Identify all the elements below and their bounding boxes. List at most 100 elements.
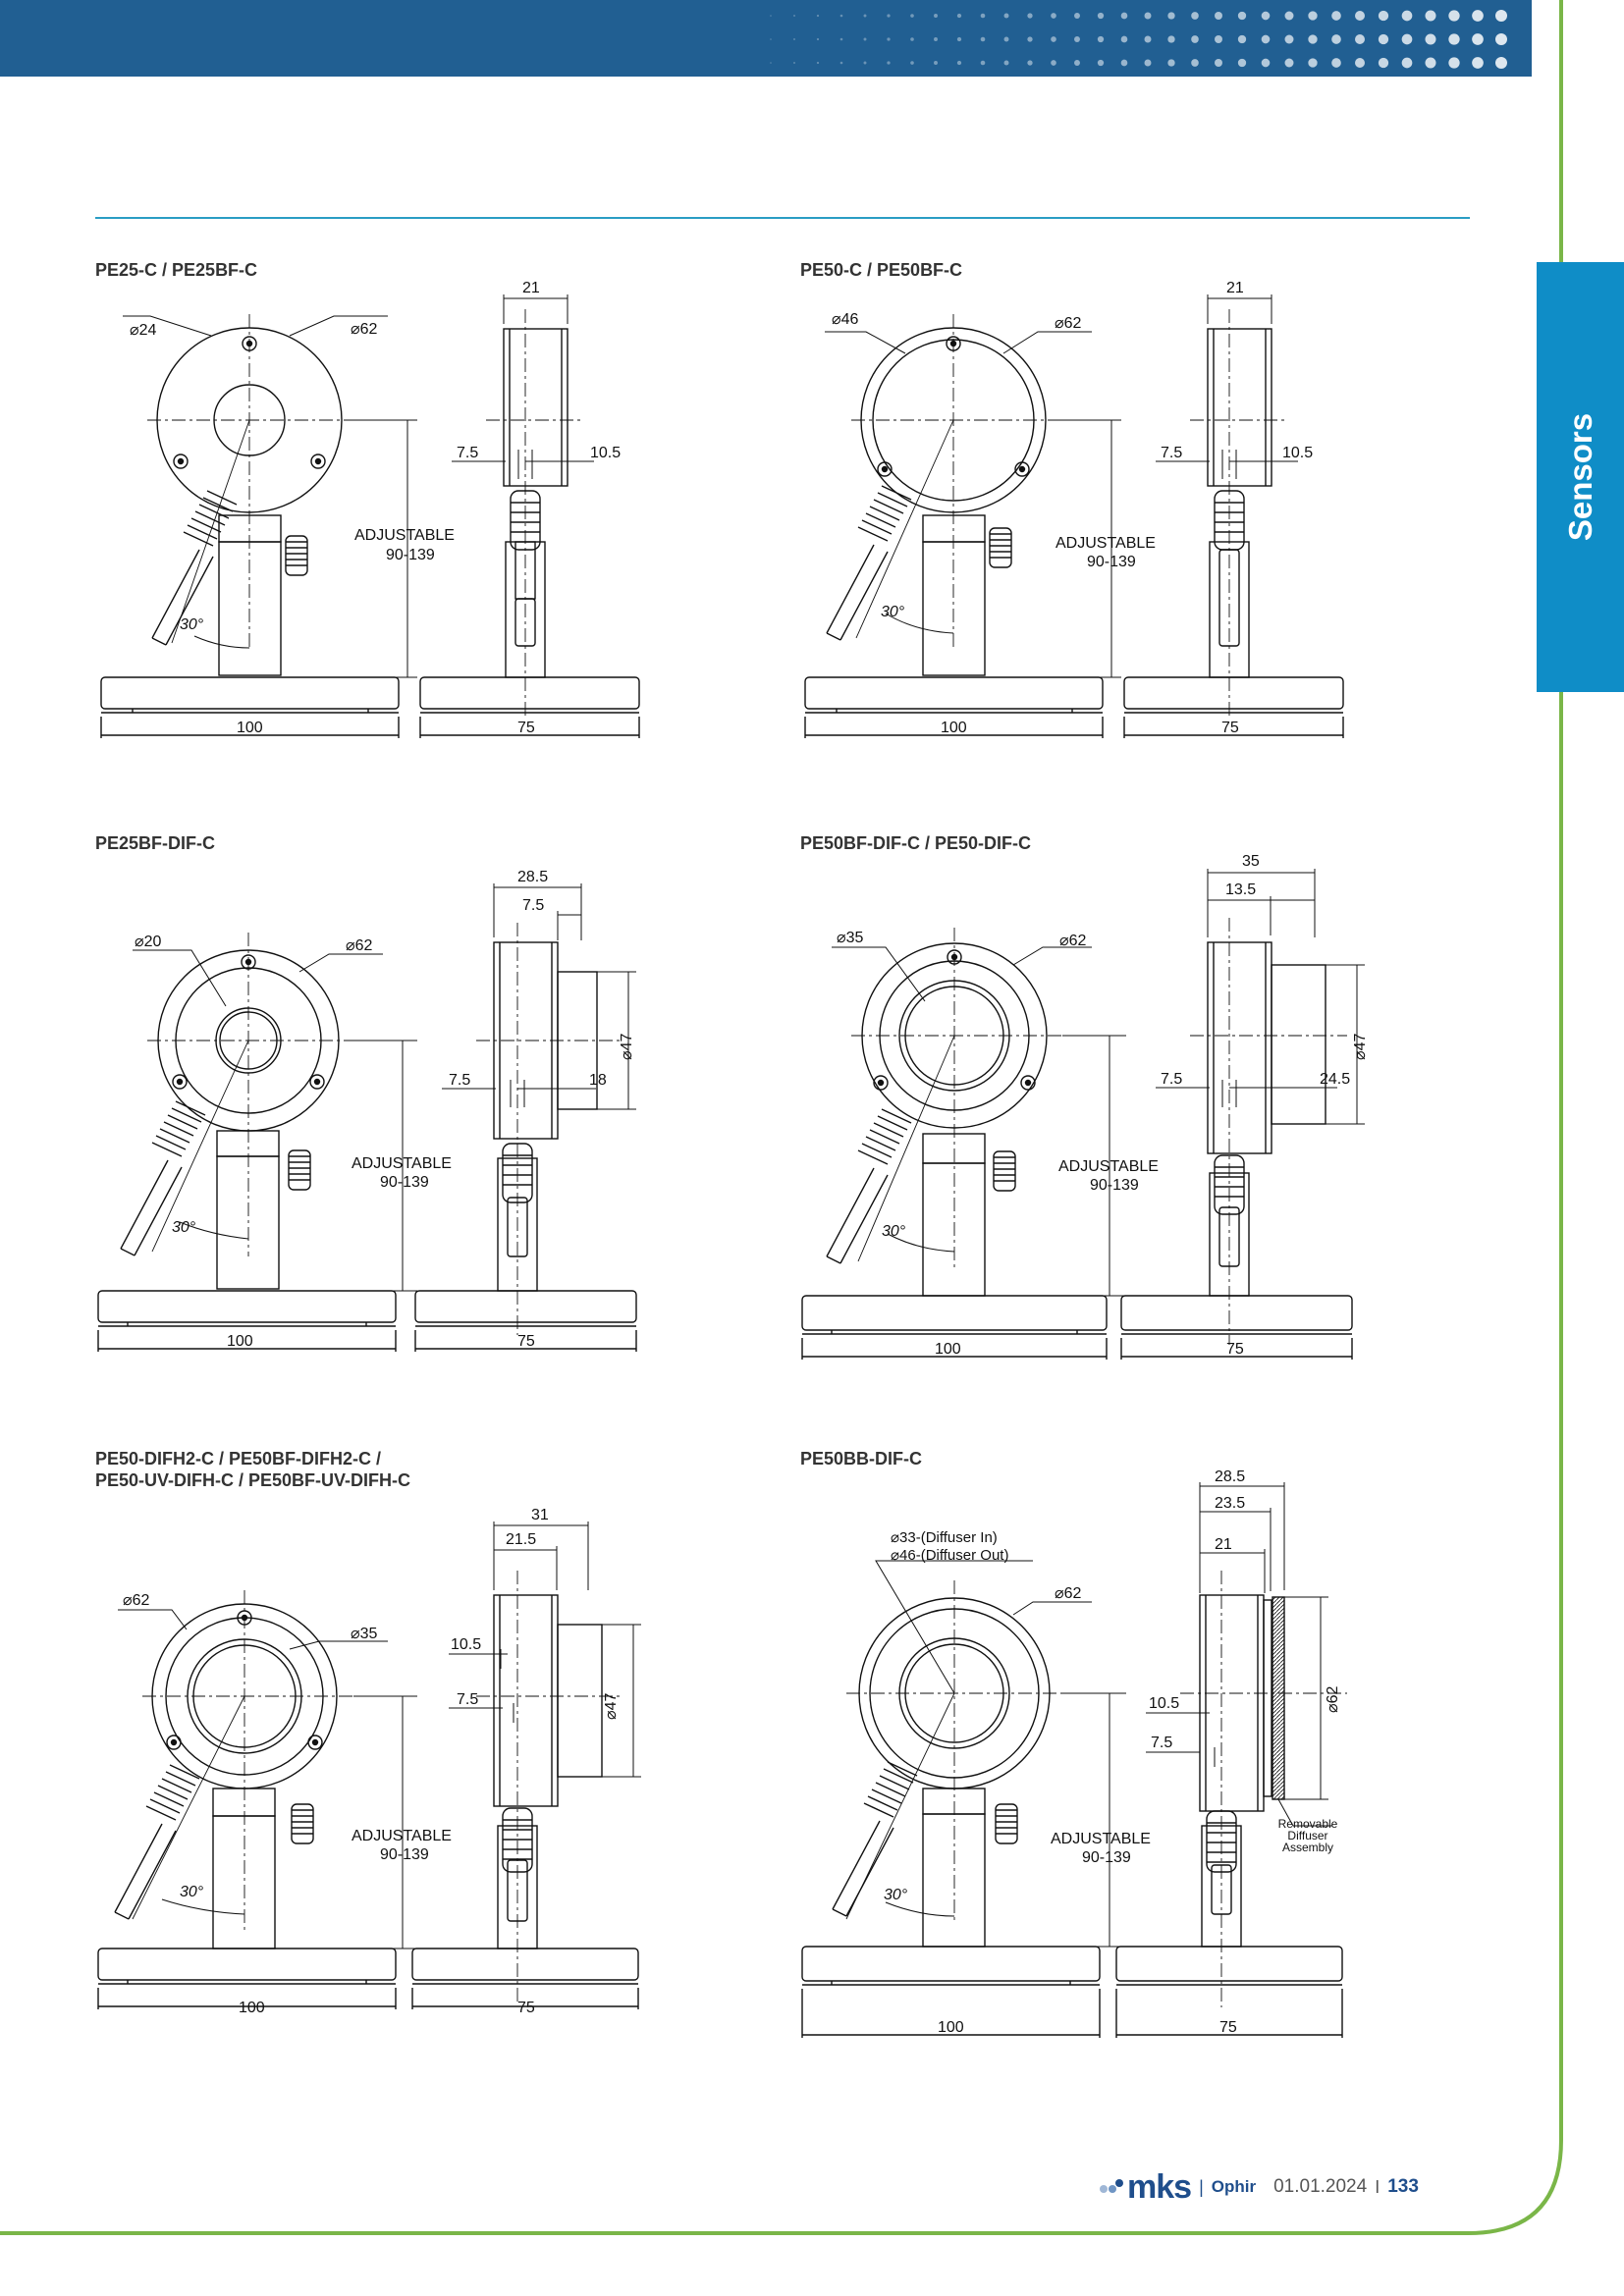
- base-front-dim: 100: [935, 1341, 961, 1358]
- adjustable-label: ADJUSTABLE: [354, 527, 455, 544]
- header-dot: [1308, 34, 1318, 44]
- header-dot: [1355, 11, 1365, 21]
- drawing-title-1: PE25-C / PE25BF-C: [95, 260, 258, 280]
- drawing-title-5: PE50-DIFH2-C / PE50BF-DIFH2-C /: [95, 1449, 382, 1468]
- angle-label: 30°: [881, 604, 905, 620]
- header-dot: [1261, 34, 1271, 44]
- diameter-label: ⌀62: [123, 1592, 150, 1609]
- adjustable-range: 90-139: [1087, 554, 1136, 570]
- header-dot: [1215, 59, 1222, 67]
- side-height-dim: ⌀47: [603, 1692, 620, 1720]
- header-dot: [1215, 12, 1222, 20]
- drawing-title-6: PE50BB-DIF-C: [800, 1449, 923, 1468]
- header-dot: [1120, 59, 1128, 67]
- header-dot: [956, 60, 962, 66]
- header-dot: [956, 36, 962, 42]
- header-dot: [1003, 60, 1009, 66]
- header-dot: [1425, 57, 1436, 69]
- side-left2-dim: 10.5: [451, 1636, 481, 1653]
- header-dot: [793, 15, 795, 17]
- header-dot: [1237, 58, 1247, 68]
- header-dot: [1331, 11, 1341, 21]
- aperture-label: ⌀35: [837, 930, 864, 946]
- header-dot: [863, 37, 867, 41]
- side-left-dim: 7.5: [449, 1072, 470, 1089]
- diameter-label: ⌀62: [1055, 315, 1082, 332]
- header-dot: [1074, 60, 1080, 66]
- drawing-pe50bf-dif-c: ⌀35 ⌀62 ADJUSTABLE 90-139 30° 100 35 13.…: [801, 853, 1369, 1360]
- adjustable-range: 90-139: [380, 1174, 429, 1191]
- side-top2-dim: 21.5: [506, 1531, 536, 1548]
- header-dot: [1097, 12, 1105, 20]
- footer-separator: |: [1199, 2176, 1204, 2197]
- top-rule: [95, 217, 1470, 219]
- side-top-dim: 21: [522, 280, 540, 296]
- header-dot: [1284, 58, 1294, 68]
- header-dot: [1003, 13, 1009, 19]
- side-left2-dim: 10.5: [1149, 1695, 1179, 1712]
- header-dot: [816, 37, 820, 41]
- side-right-dim: 18: [589, 1072, 607, 1089]
- header-dot: [1448, 33, 1460, 45]
- base-side-dim: 75: [1221, 720, 1239, 736]
- brand-name: mks: [1127, 2167, 1192, 2206]
- header-dot: [1191, 59, 1199, 67]
- header-dot: [1167, 59, 1175, 67]
- assembly-note: Assembly: [1282, 1841, 1333, 1854]
- drawing-pe50-difh2-c: ⌀62 ⌀35 ADJUSTABLE 90-139 30° 100 31 21.…: [97, 1507, 641, 2016]
- angle-label: 30°: [884, 1887, 908, 1903]
- sub-brand: Ophir: [1211, 2177, 1257, 2196]
- header-dot: [1425, 10, 1436, 22]
- header-dot: [1097, 35, 1105, 43]
- header-dot: [1331, 34, 1341, 44]
- angle-label: 30°: [172, 1219, 196, 1236]
- section-tab-label: Sensors: [1561, 412, 1598, 542]
- drawing-pe25-c: ⌀24 ⌀62 ADJUSTABLE 90-139 30° 100 21 7.5…: [100, 280, 640, 738]
- header-dot: [1495, 57, 1507, 69]
- header-dot: [887, 14, 891, 18]
- header-dot: [1237, 34, 1247, 44]
- drawing-title-5b: PE50-UV-DIFH-C / PE50BF-UV-DIFH-C: [95, 1470, 411, 1490]
- header-dot: [1003, 36, 1009, 42]
- diameter-label: ⌀62: [1059, 933, 1087, 949]
- header-dot: [1308, 58, 1318, 68]
- header-dot: [770, 38, 772, 40]
- side-right-dim: 10.5: [590, 445, 621, 461]
- header-dot: [816, 14, 820, 18]
- drawing-title-3: PE25BF-DIF-C: [95, 833, 216, 853]
- header-dot: [956, 13, 962, 19]
- header-dot: [910, 37, 914, 41]
- header-dot: [1448, 57, 1460, 69]
- side-left-dim: 7.5: [457, 445, 478, 461]
- side-top-dim: 28.5: [517, 869, 548, 885]
- drawing-pe50-c: ⌀46 ⌀62 ADJUSTABLE 90-139 30° 100 21 7.5…: [804, 280, 1344, 738]
- header-dot: [1495, 10, 1507, 22]
- header-dot: [980, 36, 986, 42]
- side-top2-dim: 7.5: [522, 897, 544, 914]
- base-side-dim: 75: [517, 720, 535, 736]
- base-side-dim: 75: [517, 1333, 535, 1350]
- header-dot: [1401, 33, 1413, 45]
- aperture-label: ⌀33-(Diffuser In): [891, 1529, 998, 1546]
- base-side-dim: 75: [1226, 1341, 1244, 1358]
- side-top-dim: 35: [1242, 853, 1260, 870]
- base-front-dim: 100: [239, 2000, 265, 2016]
- base-front-dim: 100: [227, 1333, 253, 1350]
- mks-logo: mks: [1100, 2167, 1192, 2207]
- header-dot: [770, 15, 772, 17]
- base-side-dim: 75: [517, 2000, 535, 2016]
- header-dot: [1027, 13, 1033, 19]
- header-dot: [934, 14, 938, 18]
- header-dot: [1191, 12, 1199, 20]
- header-dot-pattern: [770, 10, 1507, 69]
- section-tab[interactable]: Sensors: [1537, 262, 1624, 692]
- drawing-pe25bf-dif-c: ⌀20 ⌀62 ADJUSTABLE 90-139 30° 100 28.5 7…: [97, 869, 637, 1352]
- drawing-title-4: PE50BF-DIF-C / PE50-DIF-C: [800, 833, 1032, 853]
- header-dot: [1167, 35, 1175, 43]
- angle-label: 30°: [180, 1884, 204, 1900]
- header-dot: [980, 13, 986, 19]
- footer-date: 01.01.2024: [1273, 2176, 1368, 2197]
- header-dot: [1144, 35, 1152, 43]
- footer-separator-2: I: [1375, 2176, 1380, 2197]
- side-right-dim: 24.5: [1320, 1071, 1350, 1088]
